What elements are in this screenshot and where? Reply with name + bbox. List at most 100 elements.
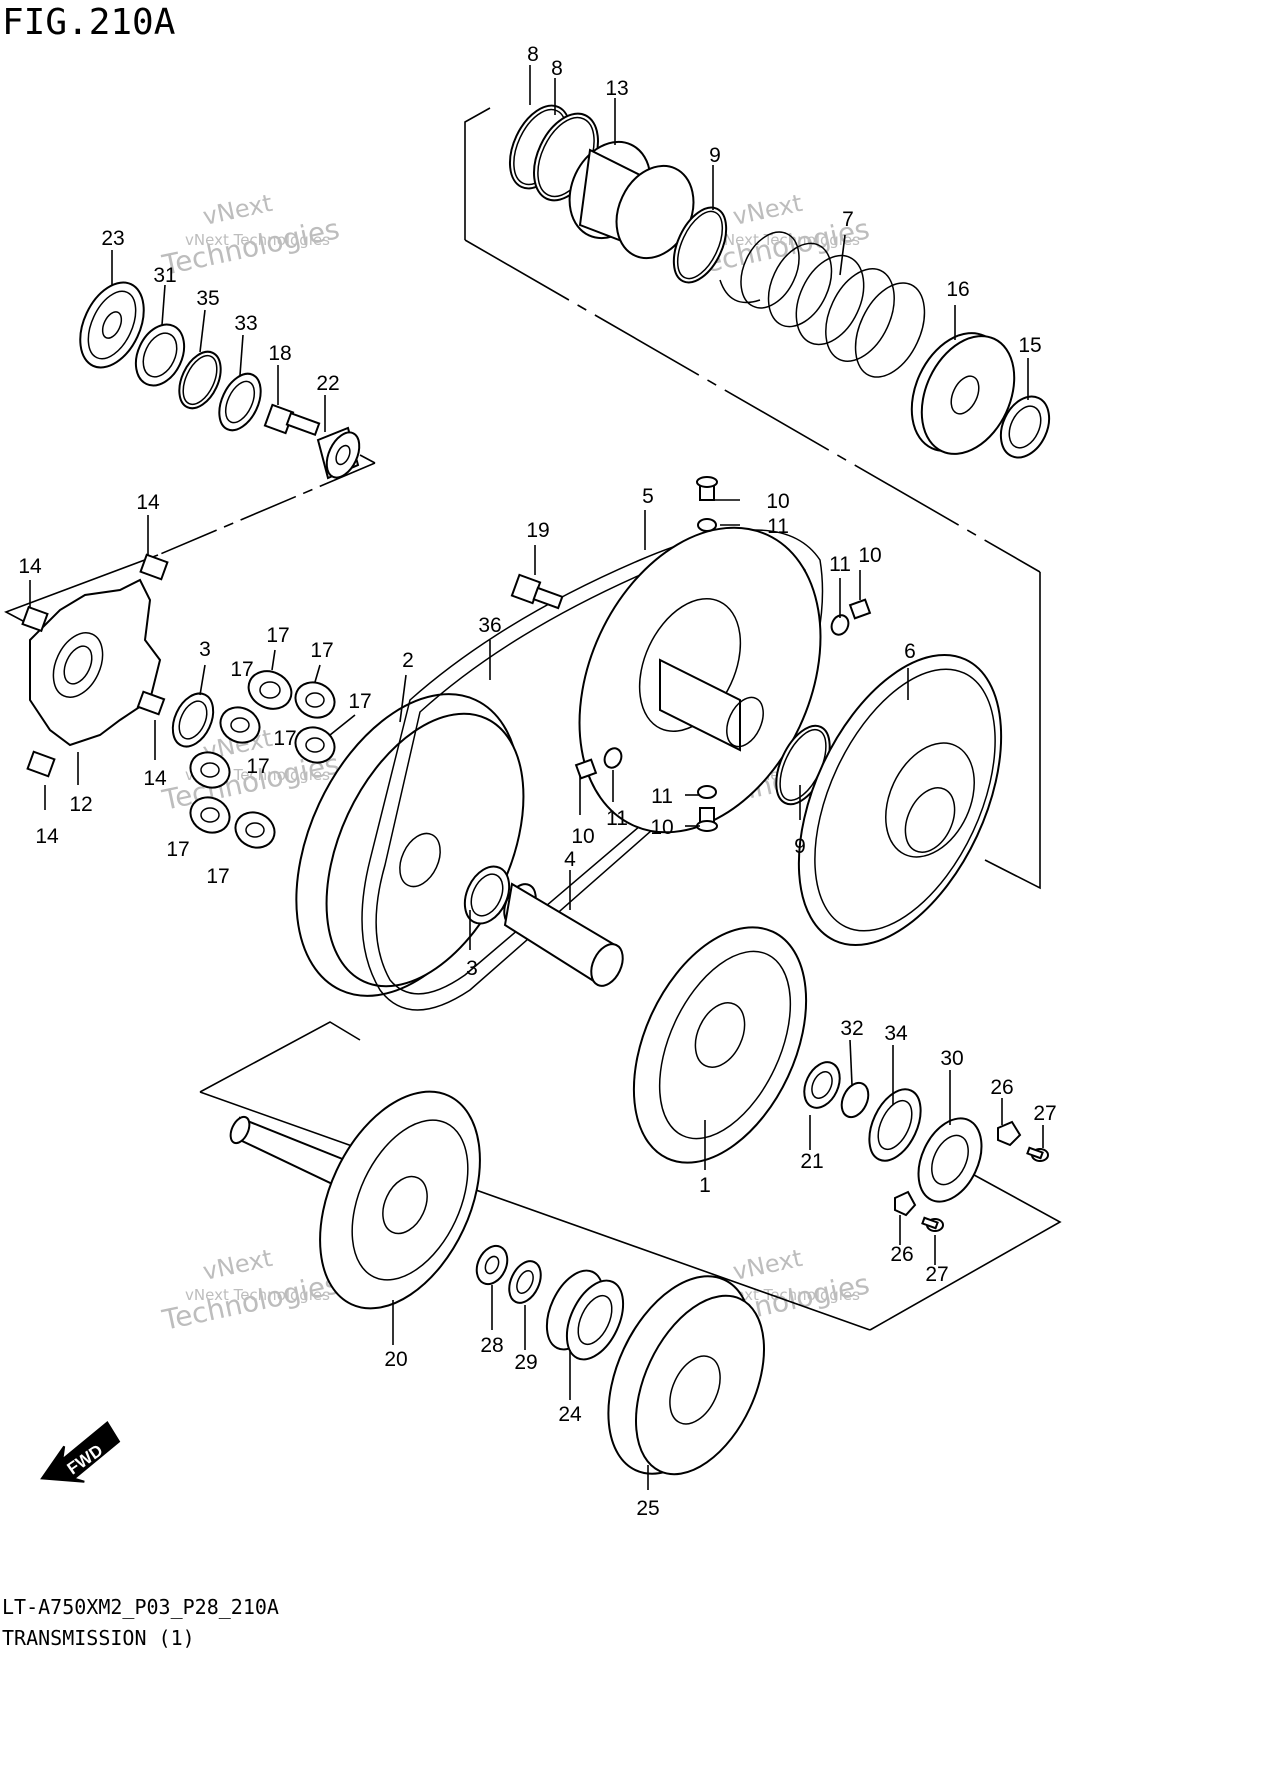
- callout-21: 21: [800, 1150, 823, 1173]
- callout-24: 24: [558, 1403, 582, 1426]
- callout-17: 17: [206, 865, 229, 888]
- callout-30: 30: [940, 1047, 963, 1070]
- part-28-nut: [475, 1244, 509, 1286]
- fwd-arrow-icon: FWD: [40, 1420, 121, 1483]
- part-11-collar-left: [603, 747, 623, 769]
- part-30-bearing: [917, 1117, 983, 1203]
- part-23-oil-seal: [79, 281, 145, 369]
- callout-26: 26: [990, 1076, 1013, 1099]
- part-34-oil-seal: [868, 1088, 922, 1162]
- callout-5: 5: [642, 485, 654, 508]
- part-31-bearing: [134, 323, 186, 387]
- callout-17: 17: [266, 624, 289, 647]
- svg-text:vNext: vNext: [730, 189, 804, 231]
- part-27-screw-a: [1026, 1146, 1049, 1162]
- svg-text:Technologies: Technologies: [159, 1267, 343, 1337]
- part-17-roller-c: [294, 681, 336, 719]
- part-26-washer-b: [894, 1190, 917, 1217]
- callout-28: 28: [480, 1334, 503, 1357]
- part-10-pin-top: [696, 476, 718, 501]
- part-9-o-ring: [672, 206, 728, 284]
- svg-text:vNext: vNext: [200, 1244, 274, 1286]
- part-3-washer-left: [171, 692, 215, 748]
- callout-11: 11: [829, 553, 851, 576]
- callout-6: 6: [904, 640, 916, 663]
- part-22-spacer: [316, 426, 361, 480]
- part-16-spring-seat: [910, 332, 1016, 455]
- svg-text:vNext Technologies: vNext Technologies: [185, 1286, 330, 1304]
- callout-12: 12: [69, 793, 92, 816]
- callout-10: 10: [571, 825, 594, 848]
- figure-code: LT-A750XM2_P03_P28_210A: [2, 1595, 279, 1619]
- callout-23: 23: [101, 227, 124, 250]
- callout-17: 17: [230, 658, 253, 681]
- callout-8: 8: [527, 43, 539, 66]
- callout-16: 16: [946, 278, 969, 301]
- callout-17: 17: [246, 755, 269, 778]
- part-14-slide-piece-c: [136, 690, 166, 716]
- callout-14: 14: [143, 767, 167, 790]
- callout-17: 17: [273, 727, 296, 750]
- callout-29: 29: [514, 1351, 537, 1374]
- part-17-roller-e: [189, 751, 231, 789]
- part-10-pin-bottom: [696, 807, 718, 832]
- callout-34: 34: [884, 1022, 908, 1045]
- callout-17: 17: [166, 838, 189, 861]
- part-26-washer-a: [997, 1120, 1022, 1147]
- part-10-pin-left: [574, 758, 598, 780]
- svg-text:vNext: vNext: [730, 1244, 804, 1286]
- figure-name: TRANSMISSION (1): [2, 1626, 195, 1650]
- part-17-roller-b: [219, 706, 261, 744]
- part-17-roller-f: [189, 796, 231, 834]
- callout-31: 31: [153, 264, 176, 287]
- svg-text:vNext: vNext: [200, 189, 274, 231]
- callout-36: 36: [478, 614, 501, 637]
- assembly-boundary-top: [464, 107, 1041, 890]
- part-19-bolt: [510, 573, 564, 610]
- part-27-screw-b: [921, 1216, 944, 1232]
- part-15-nut: [999, 395, 1051, 459]
- callout-18: 18: [268, 342, 291, 365]
- callout-11: 11: [767, 515, 789, 538]
- part-17-roller-g: [234, 811, 276, 849]
- part-6-driven-sheave: [797, 654, 1003, 946]
- callout-22: 22: [316, 372, 339, 395]
- watermark-bottom-left: vNext Technologies vNext Technologies: [159, 1244, 343, 1337]
- part-29-washer: [508, 1260, 542, 1304]
- callout-15: 15: [1018, 334, 1041, 357]
- callout-27: 27: [1033, 1102, 1056, 1125]
- part-14-slide-piece-b: [21, 605, 49, 633]
- callout-2: 2: [402, 649, 414, 672]
- watermark-top-left: vNext Technologies vNext Technologies: [159, 189, 343, 282]
- part-17-roller-d: [294, 726, 336, 764]
- callout-14: 14: [136, 491, 160, 514]
- part-32-o-ring: [840, 1081, 870, 1119]
- part-10-pin-right: [848, 598, 872, 620]
- callout-7: 7: [842, 208, 854, 231]
- part-25-clutch-shoe: [607, 1275, 766, 1476]
- part-18-bolt: [263, 403, 321, 437]
- callout-3: 3: [466, 957, 478, 980]
- callout-11: 11: [606, 807, 628, 830]
- callout-10: 10: [650, 816, 673, 839]
- svg-text:vNext Technologies: vNext Technologies: [715, 1286, 860, 1304]
- part-2-drive-face: [295, 693, 525, 997]
- callout-32: 32: [840, 1017, 863, 1040]
- callout-26: 26: [890, 1243, 913, 1266]
- part-5-driven-face: [578, 526, 822, 834]
- callout-20: 20: [384, 1348, 407, 1371]
- callout-1: 1: [699, 1174, 711, 1197]
- part-7-spring: [719, 231, 926, 378]
- part-21-collar: [803, 1061, 841, 1109]
- part-20-clutch-housing: [229, 1090, 481, 1310]
- assembly-boundary-bottom: [199, 1021, 1062, 1331]
- part-17-roller-a: [247, 670, 293, 710]
- part-11-collar-top: [697, 518, 717, 532]
- part-11-collar-bottom: [697, 785, 717, 799]
- callout-8: 8: [551, 57, 563, 80]
- callout-3: 3: [199, 638, 211, 661]
- callout-4: 4: [564, 848, 576, 871]
- callout-17: 17: [348, 690, 371, 713]
